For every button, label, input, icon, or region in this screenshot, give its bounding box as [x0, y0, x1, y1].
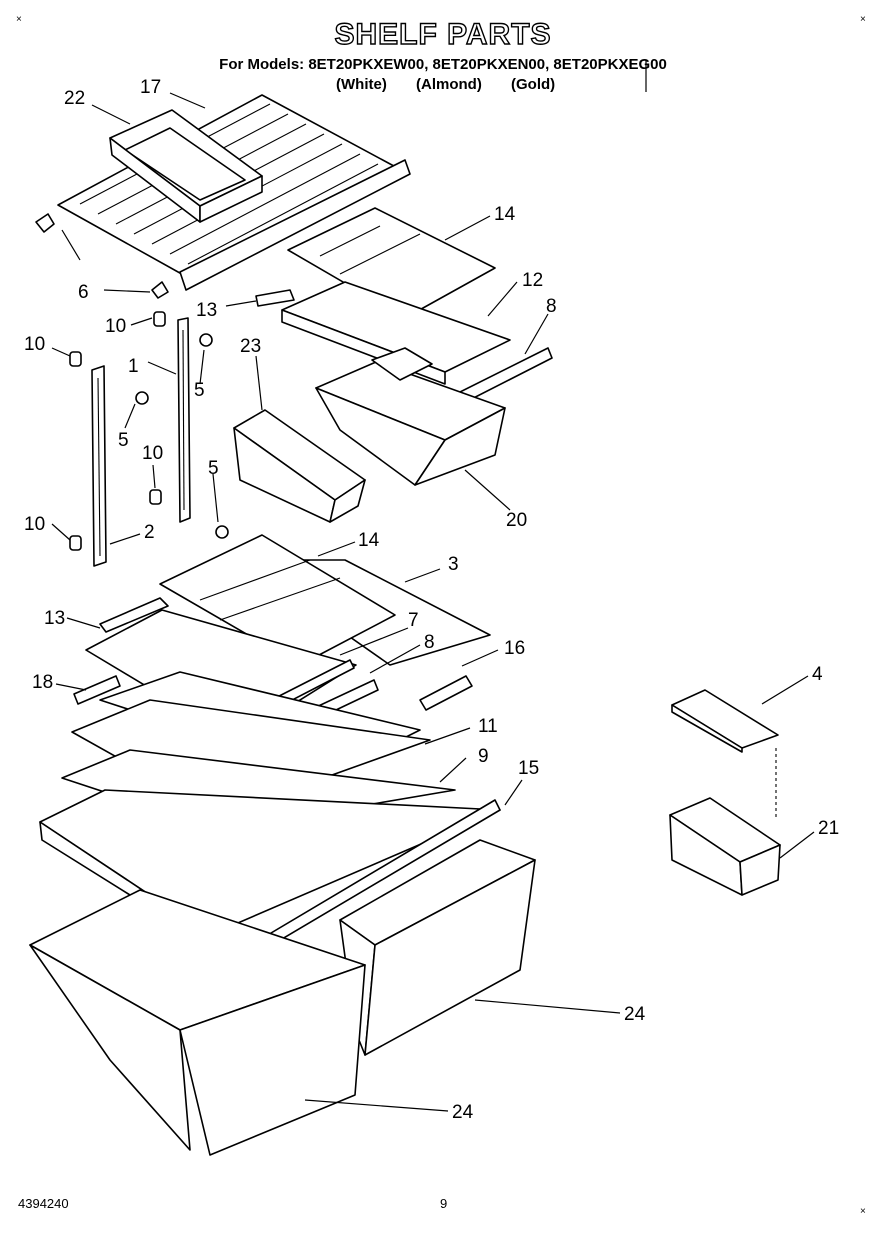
label-8-top: 8 [546, 296, 557, 317]
label-24-right: 24 [624, 1004, 646, 1025]
label-5-c: 5 [208, 458, 219, 479]
label-9: 9 [478, 746, 489, 767]
storage-bin [233, 409, 366, 523]
end-cap-1 [35, 213, 55, 233]
label-14-top: 14 [494, 204, 516, 225]
trim-16 [419, 675, 473, 711]
label-4: 4 [812, 664, 823, 685]
label-8-middle: 8 [424, 632, 435, 653]
label-5-b: 5 [118, 430, 129, 451]
label-7: 7 [408, 610, 419, 631]
color-almond: (Almond) [416, 76, 482, 93]
label-10-a: 10 [105, 316, 126, 337]
label-20: 20 [506, 510, 527, 531]
page-number: 9 [440, 1196, 448, 1211]
meat-pan [315, 361, 506, 486]
bracket-2 [69, 351, 82, 367]
bracket-3 [149, 489, 162, 505]
label-1: 1 [128, 356, 139, 377]
label-11: 11 [478, 716, 498, 737]
label-14-middle: 14 [358, 530, 380, 551]
screw-1 [199, 333, 213, 347]
trim-upper-left [255, 289, 295, 307]
label-13-middle: 13 [44, 608, 65, 629]
ice-cube-tray [109, 109, 263, 223]
corner-mark-bottom-right: × [860, 1206, 866, 1217]
corner-mark-top-right: × [860, 14, 866, 25]
end-cap-2 [151, 281, 169, 299]
label-10-b: 10 [24, 334, 45, 355]
label-10-c: 10 [142, 443, 163, 464]
trim-18 [73, 675, 121, 705]
crisper-drawer-left [29, 889, 366, 1156]
label-16: 16 [504, 638, 525, 659]
color-white: (White) [336, 76, 387, 93]
label-13-top: 13 [196, 300, 217, 321]
page-title: SHELF PARTS [334, 17, 552, 51]
butter-bin [669, 797, 781, 896]
label-22: 22 [64, 88, 85, 109]
label-23: 23 [240, 336, 261, 357]
label-6: 6 [78, 282, 89, 303]
document-number: 4394240 [18, 1196, 69, 1211]
label-12: 12 [522, 270, 543, 291]
bracket-1 [153, 311, 166, 327]
label-17: 17 [140, 77, 161, 98]
bracket-4 [69, 535, 82, 551]
label-21: 21 [818, 818, 839, 839]
label-3: 3 [448, 554, 459, 575]
label-15: 15 [518, 758, 539, 779]
model-list: For Models: 8ET20PKXEW00, 8ET20PKXEN00, … [219, 56, 667, 73]
label-2: 2 [144, 522, 155, 543]
part-labels: 22 17 14 12 8 23 20 6 13 10 10 1 5 5 10 … [24, 77, 839, 1123]
label-24-left: 24 [452, 1102, 474, 1123]
color-gold: (Gold) [511, 76, 556, 93]
screw-2 [135, 391, 149, 405]
label-5-a: 5 [194, 380, 205, 401]
crisper-drawer-right [339, 839, 536, 1056]
small-tray [371, 347, 433, 381]
screw-3 [215, 525, 229, 539]
corner-mark-top-left: × [16, 14, 22, 25]
label-18: 18 [32, 672, 53, 693]
leader-lines [51, 92, 815, 1112]
label-10-d: 10 [24, 514, 45, 535]
